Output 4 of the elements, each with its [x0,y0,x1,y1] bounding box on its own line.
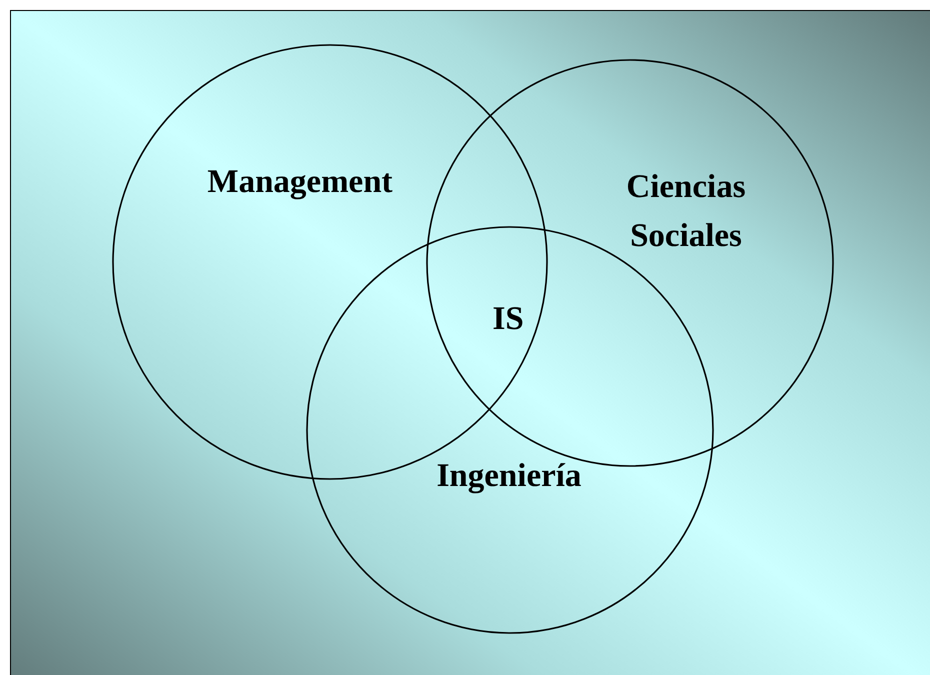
overlap-label: IS [492,300,524,339]
circle-label: Ciencias Sociales [625,168,747,256]
circle-label: Ingeniería [436,457,582,496]
circle-label: Management [206,163,394,202]
